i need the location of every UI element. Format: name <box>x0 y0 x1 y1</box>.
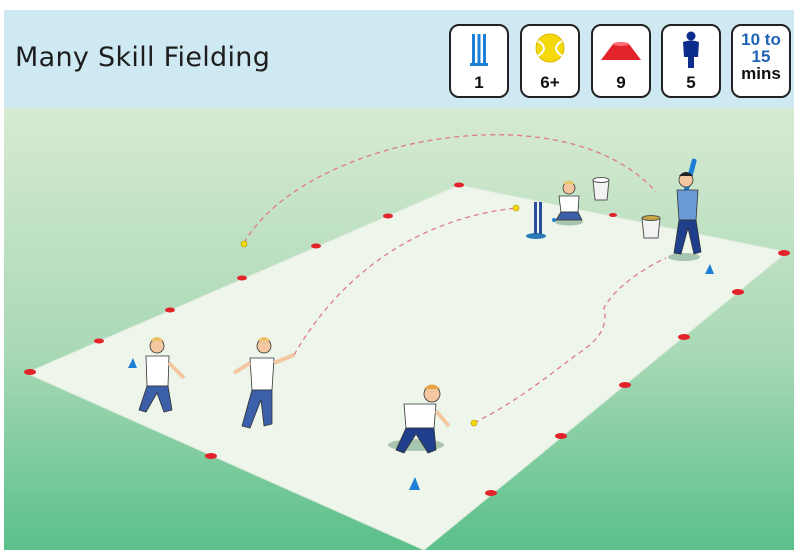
duration-badge: 10 to 15 mins <box>731 24 791 98</box>
stumps-badge: 1 <box>449 24 509 98</box>
ball-count: 6+ <box>522 73 578 93</box>
marker-cone <box>732 289 744 295</box>
ball-icon <box>522 30 578 74</box>
marker-cone <box>454 183 464 188</box>
cone-marker-icon <box>593 30 649 74</box>
marker-cone <box>205 453 217 459</box>
stumps-count: 1 <box>451 73 507 93</box>
marker-cone <box>94 339 104 344</box>
drill-header: Many Skill Fielding 1 6+ 9 <box>4 10 794 108</box>
player-icon <box>663 30 719 74</box>
marker-cone <box>383 214 393 219</box>
ball-badge: 6+ <box>520 24 580 98</box>
marker-cone <box>24 369 36 375</box>
ball <box>241 241 247 247</box>
marker-cone <box>165 308 175 313</box>
marker-count: 9 <box>593 73 649 93</box>
drill-title: Many Skill Fielding <box>15 42 270 73</box>
marker-badge: 9 <box>591 24 651 98</box>
marker-cone <box>311 244 321 249</box>
marker-cone <box>485 490 497 496</box>
marker-cone <box>237 276 247 281</box>
marker-cone <box>678 334 690 340</box>
ball <box>513 205 519 211</box>
ball <box>471 420 477 426</box>
players-badge: 5 <box>661 24 721 98</box>
drill-illustration <box>4 108 794 550</box>
marker-cone <box>778 250 790 256</box>
drill-card: Many Skill Fielding 1 6+ 9 <box>4 10 794 550</box>
duration-value: 10 to 15 mins <box>733 31 789 82</box>
marker-cone <box>555 433 567 439</box>
stumps-icon <box>451 30 507 74</box>
players-count: 5 <box>663 73 719 93</box>
marker-cone <box>619 382 631 388</box>
marker-cone <box>609 213 617 217</box>
